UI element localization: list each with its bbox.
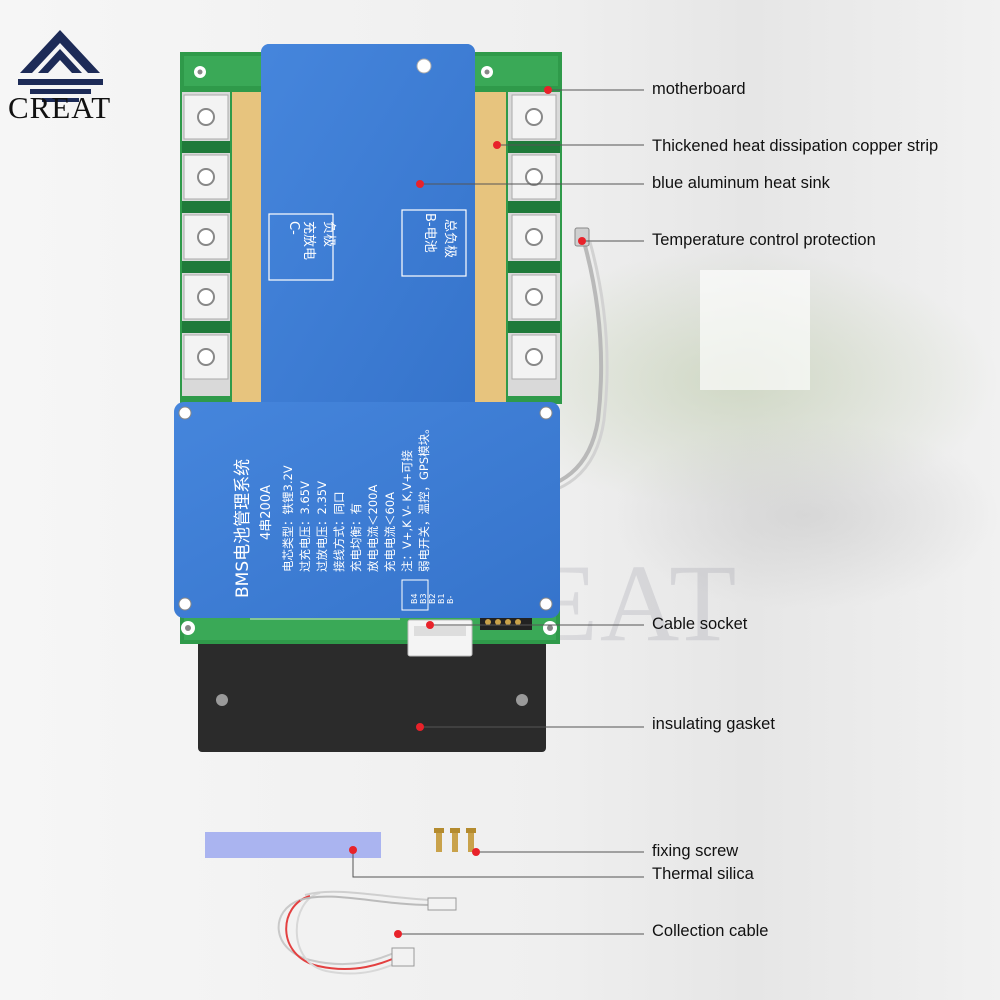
bms-spec-line: 充电均衡：有 bbox=[349, 503, 363, 572]
background-blur bbox=[610, 420, 1000, 610]
c-terminal-label: 充放电 bbox=[301, 221, 317, 260]
pin-label: B- bbox=[446, 596, 455, 604]
c-terminal-label: 负极 bbox=[321, 221, 336, 247]
label-copper-strip: Thickened heat dissipation copper strip bbox=[652, 137, 939, 155]
right-terminals bbox=[508, 94, 560, 380]
pin-label: B2 bbox=[428, 593, 437, 604]
bms-spec-line: 注：V+,K V- K,V+可接 bbox=[400, 449, 414, 572]
label-fixing-screw: fixing screw bbox=[652, 842, 739, 860]
label-cable-socket: Cable socket bbox=[652, 615, 748, 633]
pin-label: B1 bbox=[437, 593, 446, 604]
c-terminal-label: C- bbox=[286, 221, 301, 235]
leader-lines bbox=[352, 89, 644, 935]
creat-logo-icon bbox=[18, 30, 103, 102]
bms-spec-line: 接线方式：同口 bbox=[332, 492, 346, 573]
copper-strip-left bbox=[232, 92, 264, 402]
label-heat-sink: blue aluminum heat sink bbox=[652, 174, 830, 192]
marker-dots bbox=[349, 86, 586, 938]
label-temperature: Temperature control protection bbox=[652, 231, 876, 249]
pin-label: B3 bbox=[419, 593, 428, 604]
brand-name: CREAT bbox=[8, 90, 112, 125]
bms-spec-line: 充电电流＜60A bbox=[383, 492, 397, 572]
bms-spec-line: 放电电流＜200A bbox=[366, 485, 380, 572]
gasket-hole bbox=[516, 694, 528, 706]
insulating-gasket bbox=[198, 638, 546, 752]
label-collection-cable: Collection cable bbox=[652, 922, 769, 940]
label-thermal-silica: Thermal silica bbox=[652, 865, 754, 883]
copper-strip-right bbox=[474, 92, 506, 402]
bms-spec-line: 弱电开关，温控，GPS模块。 bbox=[417, 422, 431, 572]
bms-spec-line: 过放电压：2.35V bbox=[315, 481, 329, 572]
b-terminal-label: 总负极 bbox=[442, 219, 457, 258]
label-gasket: insulating gasket bbox=[652, 715, 775, 733]
collection-cable bbox=[277, 890, 433, 975]
bms-spec-line: 过充电压：3.65V bbox=[298, 481, 312, 572]
gasket-hole bbox=[216, 694, 228, 706]
pin-label: B4 bbox=[410, 593, 419, 604]
thermal-silica bbox=[205, 832, 381, 858]
cable-connector bbox=[427, 897, 457, 911]
b-terminal-label: B-电池 bbox=[422, 213, 437, 253]
fixing-screws bbox=[434, 828, 476, 852]
bms-spec-line: 电芯类型：铁锂3.2V bbox=[281, 465, 295, 572]
bms-subtitle: 4串200A bbox=[259, 485, 274, 540]
left-terminals bbox=[182, 94, 230, 380]
background-blur bbox=[700, 270, 810, 390]
bms-title: BMS电池管理系统 bbox=[233, 459, 253, 598]
label-motherboard: motherboard bbox=[652, 80, 746, 98]
